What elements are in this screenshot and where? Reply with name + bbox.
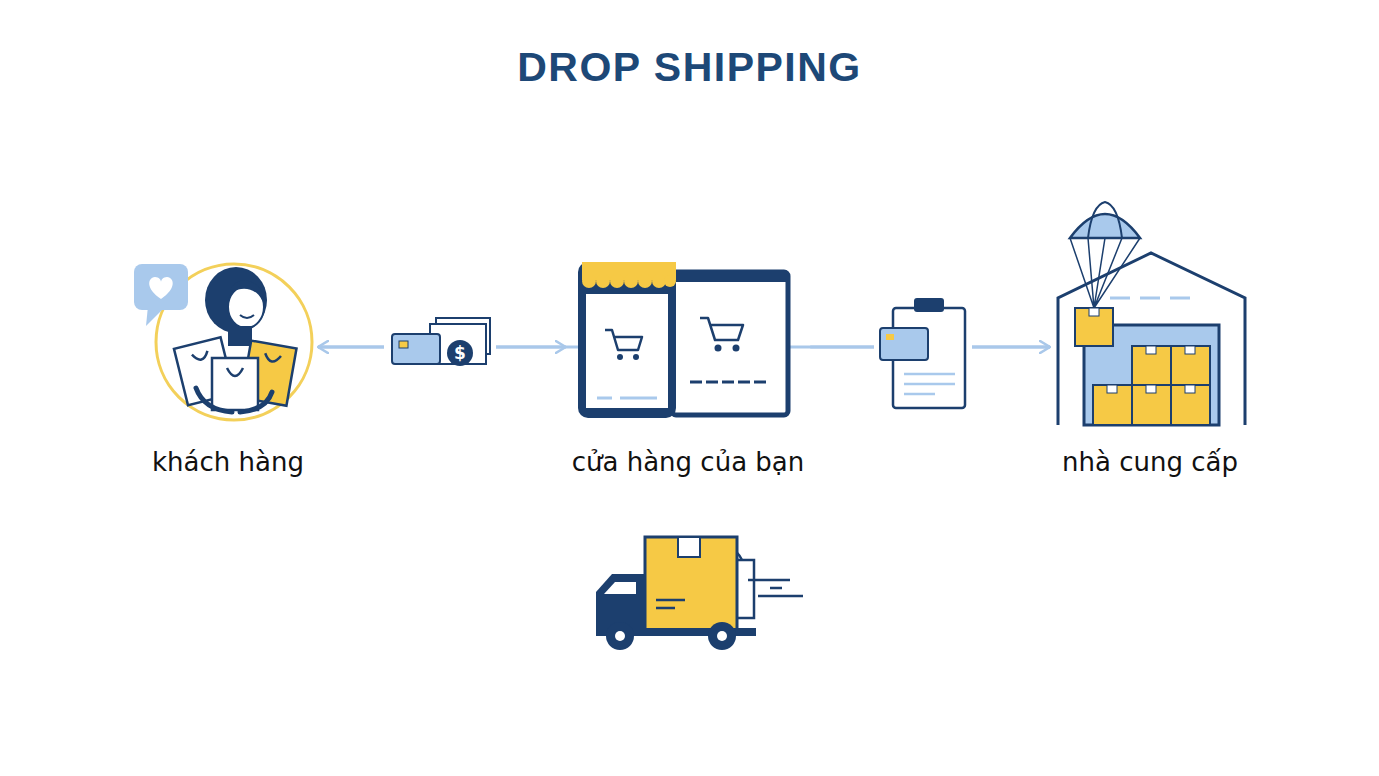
customer-illustration-part — [196, 388, 272, 412]
supplier-illustration-part-part — [1146, 385, 1156, 393]
supplier-illustration-part — [1088, 202, 1122, 238]
flow-node: cửa hàng của bạn — [566, 256, 811, 482]
order-icon — [874, 296, 972, 414]
store-illustration-part — [733, 345, 740, 352]
supplier-illustration-part-part — [1132, 385, 1171, 425]
delivery-truck-part — [656, 600, 685, 608]
customer-illustration-part — [227, 368, 243, 376]
node-label: nhà cung cấp — [1062, 446, 1238, 483]
delivery-truck-part — [604, 582, 636, 594]
customer-illustration-part-part — [264, 353, 281, 363]
store-illustration-part — [597, 397, 657, 400]
store-illustration-part — [715, 345, 722, 352]
payment-icon — [384, 312, 496, 374]
store-illustration-part-part — [652, 274, 666, 288]
customer-illustration-part — [134, 264, 188, 310]
supplier-illustration-part-part — [1107, 385, 1117, 393]
delivery-truck — [584, 528, 810, 656]
delivery-truck-part — [748, 580, 803, 596]
customer-illustration — [134, 264, 312, 420]
supplier-illustration-part — [1070, 238, 1140, 308]
node-label: khách hàng — [152, 446, 304, 483]
customer-illustration-part — [146, 306, 166, 326]
store-illustration-part — [578, 262, 676, 418]
store-illustration-part — [605, 330, 642, 350]
store-illustration-part — [700, 318, 743, 340]
store-illustration-part — [690, 381, 766, 384]
delivery-truck-part — [606, 622, 634, 650]
supplier-illustration-part-part — [1185, 385, 1195, 393]
order-icon-part — [874, 296, 972, 414]
customer-illustration-part — [228, 326, 252, 346]
flow-node: khách hàng — [138, 250, 318, 482]
store-illustration-part-part — [664, 275, 676, 287]
node-label: cửa hàng của bạn — [572, 446, 805, 483]
customer-illustration-part-part — [192, 351, 209, 362]
supplier-illustration-part — [1075, 308, 1113, 346]
store-illustration-part-part — [638, 274, 652, 288]
supplier-illustration-part-part — [1185, 346, 1195, 354]
store-illustration-part — [617, 354, 623, 360]
delivery-truck-part — [584, 528, 810, 656]
supplier-illustration-part — [1070, 214, 1140, 238]
store-illustration-part-part — [624, 274, 638, 288]
supplier-illustration — [1058, 202, 1245, 425]
payment-icon-part — [392, 334, 440, 364]
flow-node: nhà cung cấp — [1050, 192, 1250, 482]
delivery-truck-part — [615, 631, 625, 641]
store-illustration-part — [672, 272, 788, 415]
store-illustration-part — [586, 294, 668, 408]
customer-illustration-part — [240, 315, 254, 318]
currency-symbol: $ — [454, 345, 466, 362]
store-illustration — [578, 262, 788, 418]
customer-illustration-part — [149, 277, 172, 299]
payment-icon-part — [399, 341, 408, 348]
supplier-illustration-part — [1093, 346, 1210, 425]
store-illustration-part-part — [582, 274, 596, 288]
order-icon-part — [904, 374, 955, 394]
delivery-truck-part — [717, 631, 727, 641]
supplier-illustration-part — [1110, 297, 1190, 300]
delivery-truck-part — [708, 622, 736, 650]
store-illustration-part-part — [610, 274, 624, 288]
delivery-truck-part — [645, 537, 737, 632]
supplier-illustration-part-part — [1146, 346, 1156, 354]
supplier-illustration-part-part — [1132, 346, 1171, 385]
delivery-truck-part — [678, 537, 700, 557]
payment-icon-part — [447, 340, 473, 366]
customer-illustration-part — [205, 267, 267, 333]
customer-illustration-part — [230, 280, 262, 300]
supplier-illustration-part — [1089, 308, 1099, 316]
supplier-illustration-part — [1107, 346, 1195, 393]
supplier-illustration-part-part — [1171, 346, 1210, 385]
store-illustration-part — [582, 274, 676, 288]
supplier-illustration-part-part — [1171, 385, 1210, 425]
customer-illustration-part — [212, 358, 258, 410]
payment-icon-part — [384, 312, 496, 374]
store-illustration-part — [672, 272, 788, 282]
supplier-illustration-part-part — [1093, 385, 1132, 425]
order-icon-part — [886, 334, 894, 340]
order-icon-part — [914, 298, 944, 312]
order-icon-part — [880, 328, 928, 360]
supplier-illustration-part — [1058, 253, 1245, 425]
store-illustration-part — [633, 354, 639, 360]
diagram-title: DROP SHIPPING — [0, 44, 1379, 91]
store-illustration-part-part — [596, 274, 610, 288]
